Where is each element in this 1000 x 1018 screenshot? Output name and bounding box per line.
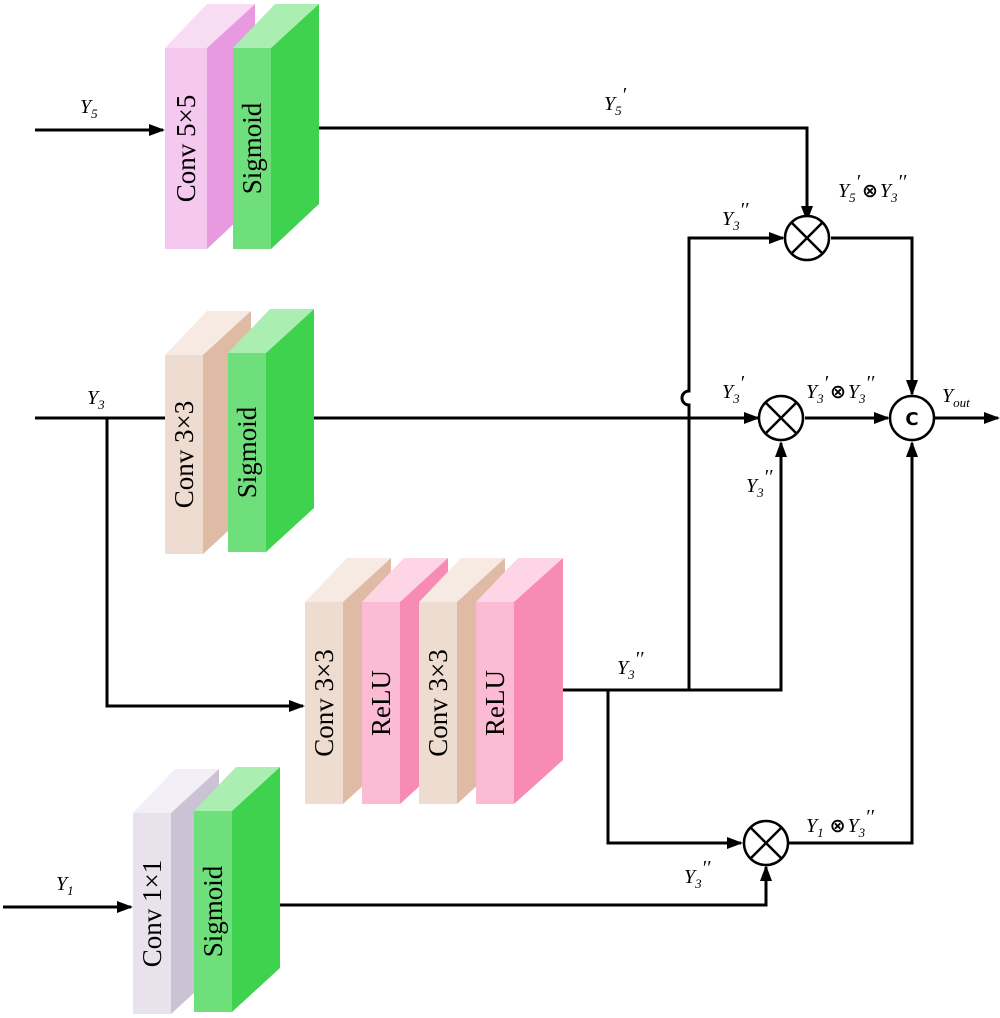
y5-prime-wire bbox=[319, 126, 813, 222]
conv1x1-top bbox=[133, 769, 219, 813]
relu-b-side bbox=[514, 558, 563, 804]
sigmoid3-front bbox=[228, 353, 266, 552]
relu-a-top bbox=[362, 558, 448, 602]
sigmoid5-block: Sigmoid bbox=[233, 4, 319, 249]
relu-b-label: ReLU bbox=[480, 670, 510, 736]
conv3x3-b-label: Conv 3×3 bbox=[423, 649, 453, 757]
conv5x5-top bbox=[165, 4, 255, 48]
conv3x3-b-front bbox=[419, 602, 457, 804]
sigmoid1-block: Sigmoid bbox=[194, 767, 280, 1012]
conv3x3-b-top bbox=[419, 558, 505, 602]
label-y3-dprime-bottom: Y3′′ bbox=[684, 857, 711, 891]
label-y1-times-y3pp: Y1⊗Y3′′ bbox=[806, 806, 875, 840]
relu-b-block: ReLU bbox=[476, 558, 563, 804]
label-y3-dprime-relu: Y3′′ bbox=[617, 648, 644, 682]
conv3x3-a-label: Conv 3×3 bbox=[309, 649, 339, 757]
sigmoid5-side bbox=[271, 4, 319, 249]
conv5x5-label: Conv 5×5 bbox=[171, 95, 201, 203]
label-y3-dprime-top: Y3′′ bbox=[722, 199, 749, 233]
conv1x1-label: Conv 1×1 bbox=[137, 860, 167, 968]
relu-a-front bbox=[362, 602, 400, 804]
label-y3-dprime-mid: Y3′′ bbox=[746, 466, 773, 500]
sigmoid5-label: Sigmoid bbox=[237, 102, 267, 194]
sigmoid3-side bbox=[266, 309, 314, 552]
conv5x5-front bbox=[165, 48, 207, 249]
conv3x3-a-front bbox=[305, 602, 343, 804]
y3-branch-wire bbox=[105, 418, 305, 712]
label-y3-input: Y3 bbox=[87, 387, 105, 412]
relu-b-top bbox=[476, 558, 563, 602]
label-y3p-times-y3pp: Y3′⊗Y3′′ bbox=[806, 372, 875, 406]
sigmoid1-side bbox=[232, 767, 280, 1012]
label-y1-input: Y1 bbox=[56, 873, 74, 898]
conv3x3-a-top bbox=[305, 558, 391, 602]
multiply-bottom bbox=[742, 819, 790, 867]
relu-a-label: ReLU bbox=[366, 670, 396, 736]
label-y5-prime: Y5′ bbox=[604, 84, 627, 118]
y3-dprime-bottom-wire bbox=[606, 690, 743, 849]
label-y-out: Yout bbox=[942, 385, 970, 410]
wires bbox=[3, 124, 1000, 913]
label-y5p-times-y3pp: Y5′⊗Y3′′ bbox=[838, 171, 907, 205]
sigmoid1-top bbox=[194, 767, 280, 811]
y1-wire bbox=[280, 865, 772, 907]
sigmoid1-front bbox=[194, 811, 232, 1012]
multiply-middle bbox=[757, 394, 805, 442]
y3-dprime-top-wire bbox=[680, 232, 785, 690]
sigmoid3-block: Sigmoid bbox=[228, 309, 314, 552]
conv3x3-front bbox=[165, 355, 203, 554]
conv3x3-top bbox=[165, 311, 251, 355]
concat-symbol: C bbox=[905, 409, 918, 430]
sigmoid5-top bbox=[233, 4, 319, 48]
multiply-top bbox=[783, 214, 831, 262]
sigmoid3-top bbox=[228, 309, 314, 353]
bottom-product-wire bbox=[789, 441, 918, 845]
label-y5-input: Y5 bbox=[80, 96, 98, 121]
relu-b-front bbox=[476, 602, 514, 804]
sigmoid1-label: Sigmoid bbox=[198, 865, 228, 957]
y3-dprime-wire bbox=[563, 441, 787, 692]
sigmoid5-front bbox=[233, 48, 271, 249]
conv3x3-label: Conv 3×3 bbox=[169, 401, 199, 509]
top-product-wire bbox=[831, 236, 918, 396]
sigmoid3-label: Sigmoid bbox=[232, 406, 262, 498]
concat-node: C bbox=[888, 394, 936, 442]
conv1x1-block: Conv 1×1 bbox=[133, 769, 219, 1014]
conv1x1-front bbox=[133, 813, 171, 1014]
label-y3-prime: Y3′ bbox=[722, 372, 745, 406]
